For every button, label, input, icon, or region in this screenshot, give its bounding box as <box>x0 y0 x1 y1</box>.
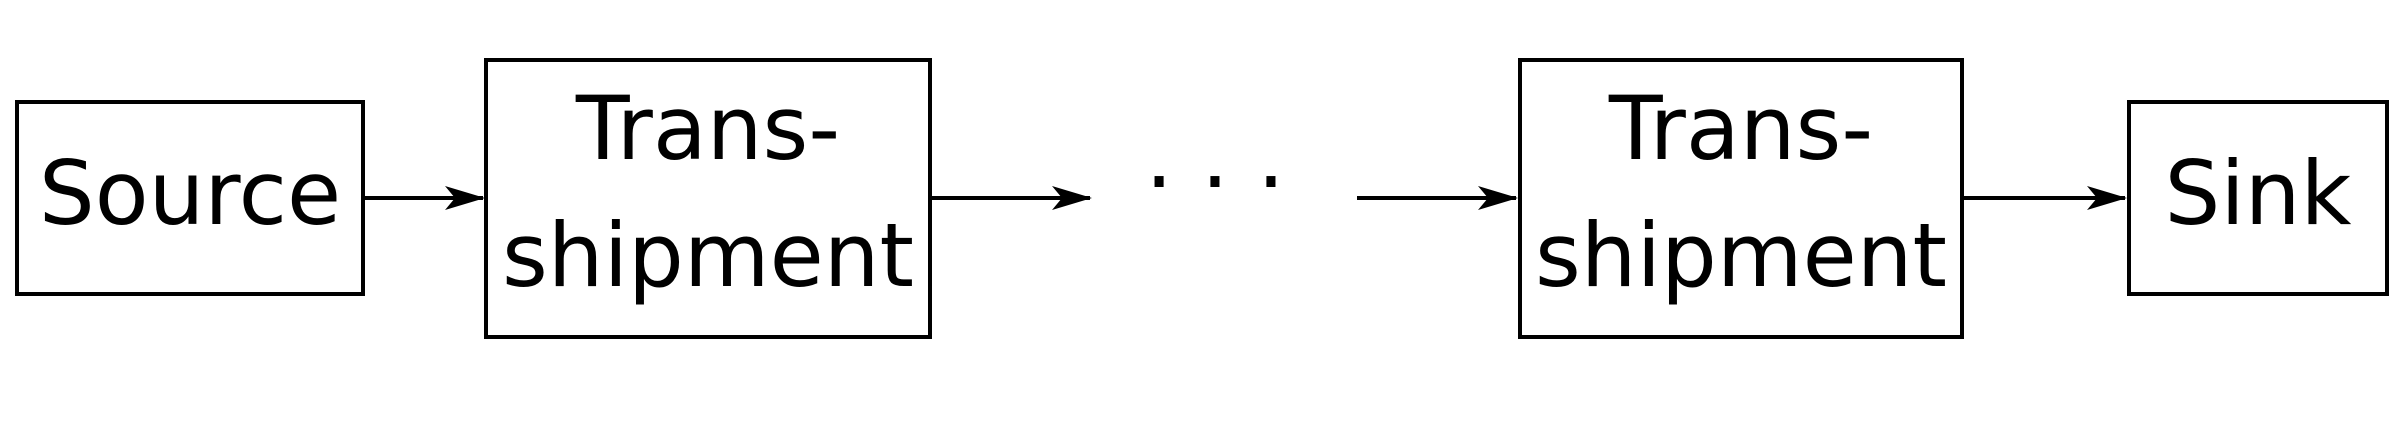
node-sink: Sink <box>2127 100 2389 296</box>
node-sink-box <box>2127 100 2389 296</box>
ellipsis: · · · <box>1145 130 1285 233</box>
node-sink-label: Sink <box>2164 142 2351 245</box>
node-transshipment-2-line-1: Trans- <box>1608 77 1873 180</box>
node-transshipment-2-line-2: shipment <box>1535 204 1947 307</box>
node-transshipment-1: Trans- shipment <box>484 58 932 339</box>
node-source-box <box>15 100 365 296</box>
node-transshipment-1-line-2: shipment <box>502 204 914 307</box>
node-transshipment-2-box <box>1518 58 1964 339</box>
node-transshipment-1-box <box>484 58 932 339</box>
node-transshipment-1-line-1: Trans- <box>575 77 840 180</box>
node-transshipment-2: Trans- shipment <box>1518 58 1964 339</box>
node-source: Source <box>15 100 365 296</box>
node-source-label: Source <box>39 142 341 245</box>
